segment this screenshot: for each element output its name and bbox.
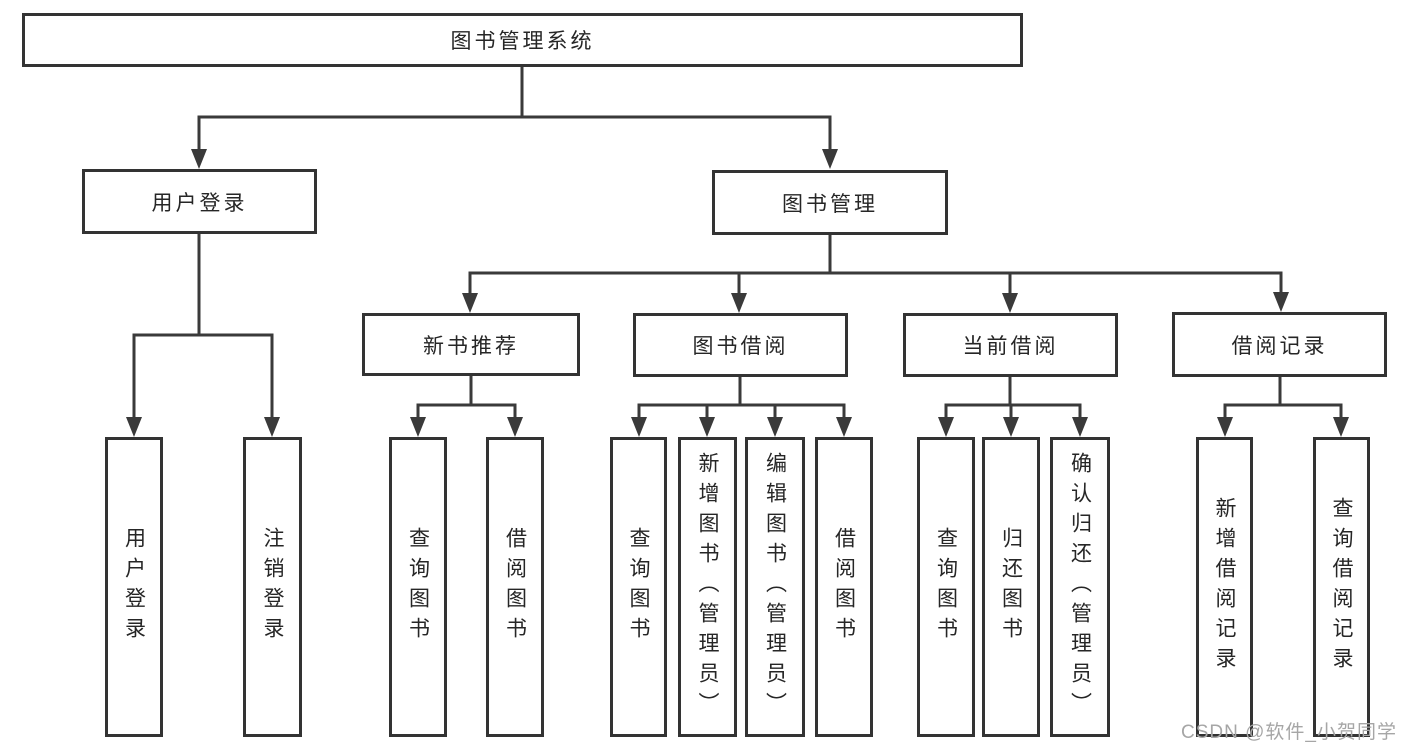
arrowhead-down-icon <box>410 417 426 437</box>
arrowhead-down-icon <box>126 417 142 437</box>
leaf-label: 借阅图书 <box>832 527 856 647</box>
leaf-label: 查询图书 <box>627 527 650 647</box>
arrowhead-down-icon <box>767 417 783 437</box>
node-label: 用户登录 <box>151 191 248 215</box>
leaf-query-books-recommend: 查询图书 <box>389 437 447 737</box>
leaf-user-login: 用户登录 <box>105 437 163 737</box>
arrowhead-down-icon <box>1002 293 1018 313</box>
leaf-query-books-borrow: 查询图书 <box>610 437 667 737</box>
leaf-label: 借阅图书 <box>503 527 527 647</box>
node-library-management-system: 图书管理系统 <box>22 13 1023 67</box>
leaf-label: 新增图书（管理员） <box>696 452 719 722</box>
leaf-add-borrow-record: 新增借阅记录 <box>1196 437 1253 737</box>
leaf-label: 确认归还（管理员） <box>1068 452 1092 722</box>
leaf-add-book-admin: 新增图书（管理员） <box>678 437 737 737</box>
node-label: 当前借阅 <box>962 335 1059 358</box>
arrowhead-down-icon <box>836 417 852 437</box>
node-label: 图书管理系统 <box>450 30 595 53</box>
arrowhead-down-icon <box>1333 417 1349 437</box>
node-current-borrowing: 当前借阅 <box>903 313 1118 377</box>
csdn-watermark: CSDN @软件_小贺同学 <box>1181 722 1397 743</box>
arrowhead-down-icon <box>822 149 838 169</box>
leaf-confirm-return-admin: 确认归还（管理员） <box>1050 437 1110 737</box>
arrowhead-down-icon <box>507 417 523 437</box>
leaf-label: 编辑图书（管理员） <box>763 452 787 722</box>
leaf-label: 注销登录 <box>261 527 284 647</box>
arrowhead-down-icon <box>699 417 715 437</box>
node-book-management: 图书管理 <box>712 170 948 235</box>
leaf-return-book: 归还图书 <box>982 437 1040 737</box>
leaf-query-books-current: 查询图书 <box>917 437 975 737</box>
leaf-borrow-books-recommend: 借阅图书 <box>486 437 544 737</box>
node-borrowing-records: 借阅记录 <box>1172 312 1387 377</box>
arrowhead-down-icon <box>462 293 478 313</box>
arrowhead-down-icon <box>631 417 647 437</box>
arrowhead-down-icon <box>731 293 747 313</box>
arrowhead-down-icon <box>938 417 954 437</box>
leaf-label: 查询借阅记录 <box>1330 497 1353 677</box>
node-book-borrowing: 图书借阅 <box>633 313 848 377</box>
node-label: 图书借阅 <box>692 335 789 358</box>
node-label: 新书推荐 <box>423 334 519 358</box>
node-user-login: 用户登录 <box>82 169 317 234</box>
leaf-label: 新增借阅记录 <box>1213 497 1236 677</box>
arrowhead-down-icon <box>264 417 280 437</box>
arrowhead-down-icon <box>1003 417 1019 437</box>
arrowhead-down-icon <box>1072 417 1088 437</box>
leaf-logout: 注销登录 <box>243 437 302 737</box>
node-new-book-recommendation: 新书推荐 <box>362 313 580 376</box>
leaf-label: 归还图书 <box>999 527 1023 647</box>
leaf-label: 查询图书 <box>406 527 430 647</box>
leaf-label: 用户登录 <box>122 527 146 647</box>
leaf-query-borrow-record: 查询借阅记录 <box>1313 437 1370 737</box>
node-label: 借阅记录 <box>1231 334 1328 358</box>
node-label: 图书管理 <box>782 192 878 216</box>
arrowhead-down-icon <box>1217 417 1233 437</box>
arrowhead-down-icon <box>191 149 207 169</box>
leaf-borrow-books: 借阅图书 <box>815 437 873 737</box>
arrowhead-down-icon <box>1273 292 1289 312</box>
leaf-edit-book-admin: 编辑图书（管理员） <box>745 437 805 737</box>
leaf-label: 查询图书 <box>934 527 958 647</box>
